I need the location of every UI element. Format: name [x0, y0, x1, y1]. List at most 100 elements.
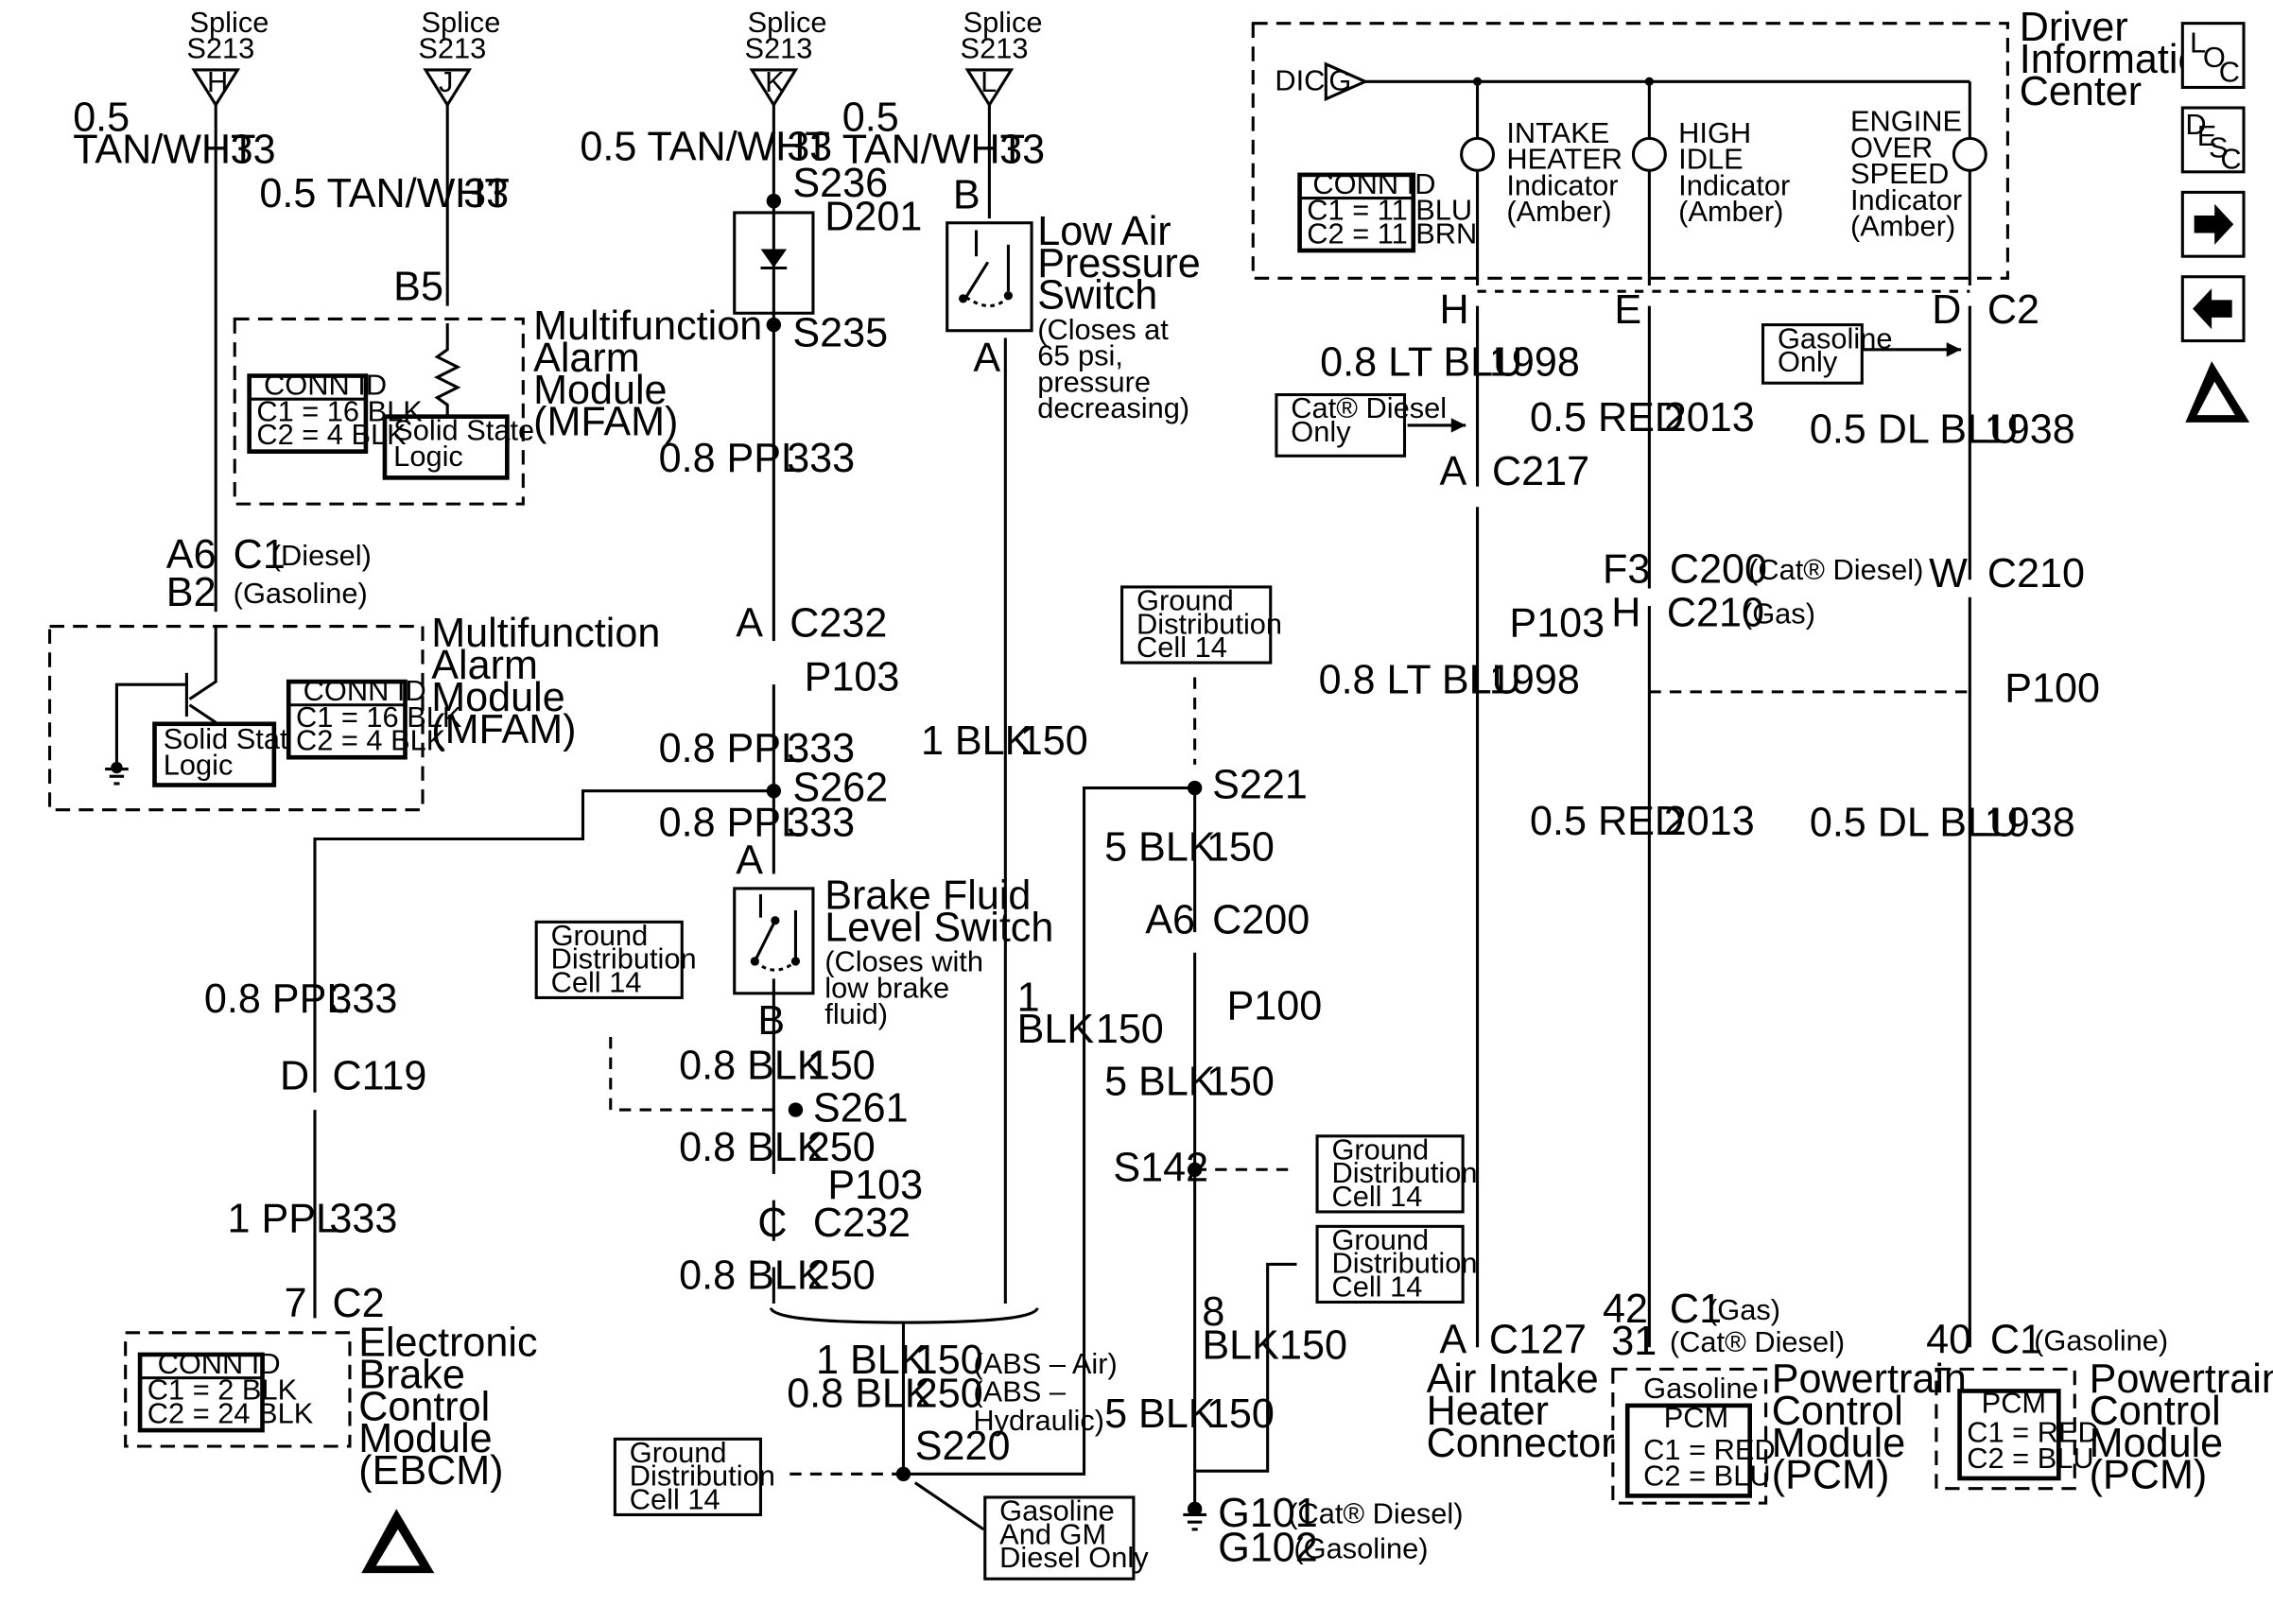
wire-label: 1998: [1489, 340, 1580, 386]
loc-button[interactable]: L O C: [2180, 22, 2246, 89]
prev-button[interactable]: [2180, 275, 2246, 343]
svg-text:S: S: [2209, 130, 2229, 164]
svg-text:O: O: [2203, 41, 2226, 74]
mfam2-name: (MFAM): [431, 707, 576, 752]
mfam2-name: Module: [431, 675, 564, 720]
dic-indicator-text: INTAKE: [1506, 116, 1609, 149]
pcm2-c2: C2 = BLU: [1967, 1442, 2093, 1475]
wire-label: 0.8 BLK: [679, 1044, 824, 1089]
dic-name: Driver: [2020, 5, 2128, 50]
indicator-lamp-icon: [1631, 136, 1667, 172]
cat-diesel-only-note: [1275, 393, 1407, 458]
wire-label: 333: [329, 976, 397, 1022]
svg-text:C: C: [2220, 143, 2241, 176]
ground-distribution-note-text: Distribution: [1136, 607, 1282, 640]
pin-label: C210: [1987, 551, 2085, 596]
ground-distribution-note-text: Cell 14: [1331, 1270, 1422, 1303]
mfam2-conn-id-c2: C2 = 4 BLK: [296, 724, 446, 757]
pin-label: F3: [1603, 546, 1650, 592]
ebcm-conn-id-c1: C1 = 2 BLK: [147, 1373, 298, 1407]
pcm2-c1: C1 = RED: [1967, 1415, 2099, 1448]
wire-label: 150: [915, 1338, 983, 1383]
wire-label: 0.8 PPL: [659, 726, 804, 771]
pin-label: C2: [1987, 287, 2039, 333]
gasoline-only-note-text: Gasoline: [1778, 321, 1893, 354]
dic-indicator-text: Indicator: [1678, 168, 1790, 201]
dic-conn-id-c1: C1 = 11 BLU: [1307, 194, 1472, 227]
ebcm-name: (EBCM): [358, 1448, 503, 1494]
wire-label: 0.5 DL BLU: [1810, 800, 2019, 845]
pin-label: C200: [1670, 546, 1767, 592]
mfam2-logic: Logic: [164, 749, 234, 782]
mfam1-conn-id-title: CONN ID: [264, 369, 387, 402]
mfam1-logic: Solid State: [393, 413, 534, 446]
pin-label: C210: [1667, 591, 1764, 636]
lowair-note: (Closes at: [1037, 313, 1169, 346]
svg-text:E: E: [2197, 119, 2217, 152]
wire-label: 150: [1206, 1391, 1275, 1437]
pin-label: A: [1439, 1317, 1466, 1362]
wire-label: 1938: [1985, 800, 2075, 845]
svg-text:L: L: [2190, 26, 2206, 59]
wire-label: 150: [1206, 825, 1275, 871]
desc-button[interactable]: D E S C: [2180, 106, 2246, 176]
wire-label: 0.5 TAN/WHT: [259, 171, 509, 216]
pin-label: A: [973, 336, 1000, 381]
dic-conn-id-c2: C2 = 11 BRN: [1307, 216, 1477, 250]
wire-label: BLK: [1202, 1323, 1279, 1369]
dic-indicator-text: OVER: [1850, 130, 1933, 164]
brake-note: fluid): [824, 997, 888, 1030]
splice-triangle: [964, 68, 1015, 108]
splice-letter: H: [207, 65, 228, 98]
dic-indicator-text: IDLE: [1678, 143, 1743, 176]
splice-triangle: [191, 68, 241, 108]
indicator-lamp-icon: [1952, 136, 1987, 172]
pin-label: (Cat® Diesel): [1670, 1325, 1845, 1358]
dic-indicator-text: Indicator: [1506, 168, 1618, 201]
mfam2-logic-box: [152, 721, 277, 787]
pcm1-title: PCM: [1664, 1401, 1728, 1434]
next-button[interactable]: [2180, 190, 2246, 258]
pin-label: S236: [792, 161, 888, 206]
ground-distribution-note-text: Distribution: [551, 942, 697, 976]
wire-label: 0.8 LT BLU: [1319, 657, 1521, 702]
wire-label: 0.5: [842, 95, 899, 141]
indicator-lamp-icon: [1460, 136, 1496, 172]
ground-distribution-note-text: Ground: [1331, 1132, 1429, 1166]
wire-label: 333: [787, 726, 855, 771]
wire-label: 0.5 RED: [1530, 395, 1684, 441]
wire-label: 0.8 PPL: [659, 800, 804, 845]
pcm1-box: [1624, 1403, 1752, 1498]
splice-label: Splice: [748, 6, 827, 39]
pin-label: P100: [2004, 666, 2100, 712]
pcm1-c1: C1 = RED: [1643, 1433, 1776, 1466]
ebcm-name: Electronic: [358, 1320, 537, 1365]
air-intake-name: Air Intake: [1427, 1356, 1599, 1402]
pin-label: C1: [1990, 1317, 2042, 1362]
mfam1-conn-id-c1: C1 = 16 BLK: [256, 394, 423, 427]
ground-distribution-note-text: Distribution: [1331, 1156, 1477, 1189]
ebcm-name: Brake: [358, 1352, 465, 1397]
pcm2-box: [1957, 1389, 2061, 1481]
pin-label: C1: [234, 532, 286, 578]
esd-warning-icon: [2185, 361, 2250, 423]
splice-id: S213: [745, 32, 813, 65]
lowair-name: Switch: [1037, 273, 1157, 319]
lowair-name: Low Air: [1037, 209, 1171, 254]
ground-distribution-note: [1120, 585, 1273, 665]
arrow-left-icon: [2193, 288, 2232, 330]
wire-note: (ABS – Air): [973, 1347, 1117, 1380]
ground-distribution-note: [1315, 1134, 1465, 1214]
pcm2-name: Control: [2090, 1389, 2221, 1434]
mfam2-logic: Solid State: [164, 722, 304, 755]
ground-distribution-note-text: Cell 14: [1136, 631, 1227, 664]
pin-label: E: [1614, 287, 1641, 333]
wire-label: 1: [1017, 975, 1040, 1020]
ebcm-name: Control: [358, 1384, 490, 1429]
pcm1-name: Powertrain: [1772, 1356, 1967, 1402]
pin-label: C1: [1670, 1287, 1722, 1332]
svg-text:C: C: [2219, 55, 2240, 88]
pin-label: C200: [1212, 898, 1310, 943]
splice-id: S213: [961, 32, 1029, 65]
wire-label: 2013: [1664, 395, 1755, 441]
